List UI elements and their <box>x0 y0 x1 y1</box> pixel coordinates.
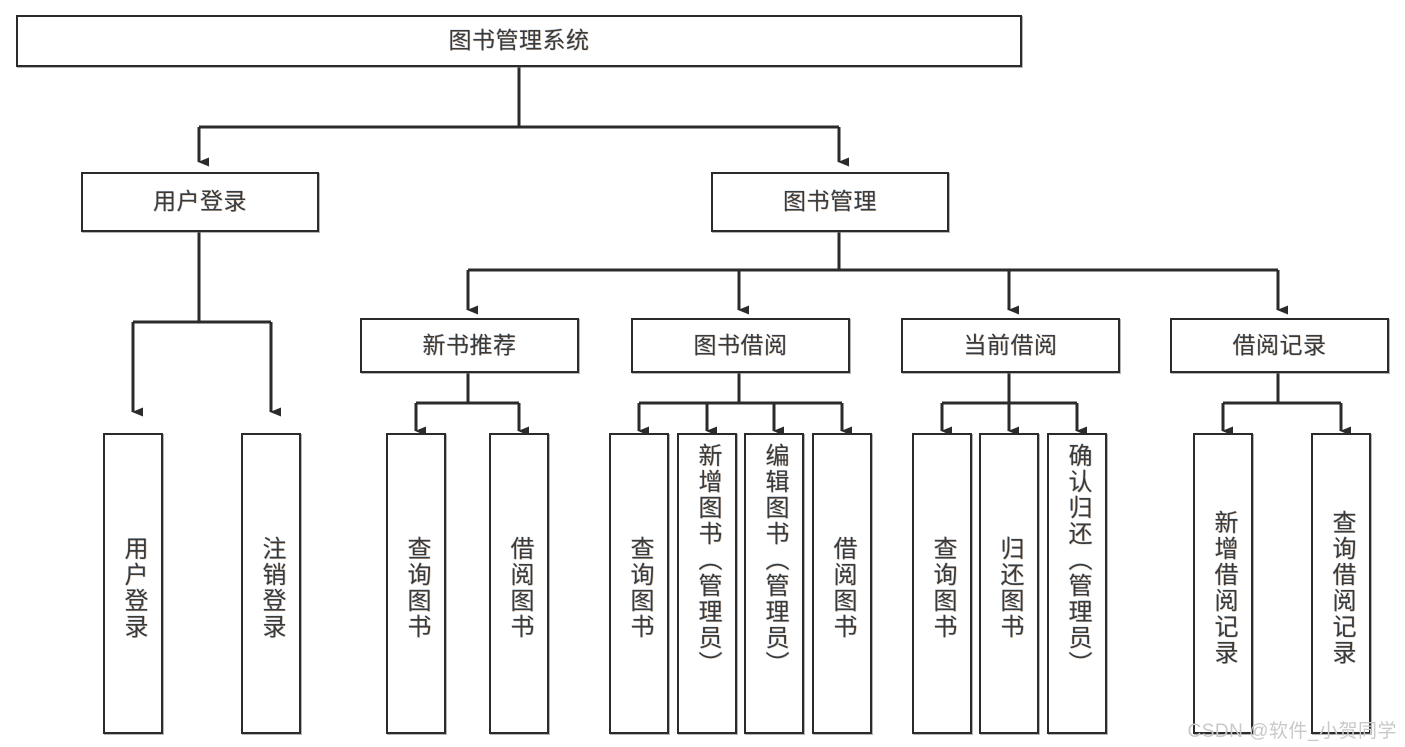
node-leaf-edit-book-admin[interactable]: 编辑图书（管理员） <box>744 433 804 734</box>
node-label: 当前借阅 <box>963 331 1058 358</box>
node-label: 新书推荐 <box>422 331 517 358</box>
node-label: 查询图书 <box>626 535 653 640</box>
node-label: 用户登录 <box>153 188 247 215</box>
node-label: 借阅记录 <box>1232 331 1327 358</box>
node-leaf-user-login[interactable]: 用户登录 <box>103 433 163 734</box>
node-label: 查询图书 <box>929 535 956 640</box>
node-leaf-search-books-current[interactable]: 查询图书 <box>912 433 972 734</box>
node-label: 用户登录 <box>120 535 147 640</box>
node-leaf-search-books-recommend[interactable]: 查询图书 <box>386 433 446 734</box>
node-label: 图书管理 <box>783 188 877 215</box>
node-label: 新增借阅记录 <box>1210 509 1237 666</box>
node-label: 查询图书 <box>403 535 430 640</box>
node-leaf-query-borrow-record[interactable]: 查询借阅记录 <box>1311 433 1371 734</box>
node-book-management[interactable]: 图书管理 <box>711 172 949 232</box>
node-leaf-search-books-borrow[interactable]: 查询图书 <box>609 433 669 734</box>
node-root-library-management-system[interactable]: 图书管理系统 <box>16 15 1022 67</box>
node-label: 图书管理系统 <box>448 27 590 54</box>
node-label: 确认归还（管理员） <box>1064 443 1091 677</box>
node-label: 注销登录 <box>258 535 285 640</box>
node-label: 查询借阅记录 <box>1328 509 1355 666</box>
node-label: 归还图书 <box>996 535 1023 640</box>
node-book-borrowing[interactable]: 图书借阅 <box>631 318 850 373</box>
node-leaf-confirm-return-admin[interactable]: 确认归还（管理员） <box>1047 433 1107 734</box>
node-label: 编辑图书（管理员） <box>761 443 788 677</box>
node-leaf-borrow-books[interactable]: 借阅图书 <box>812 433 872 734</box>
node-leaf-return-books[interactable]: 归还图书 <box>979 433 1039 734</box>
node-label: 图书借阅 <box>693 331 788 358</box>
node-leaf-borrow-books-recommend[interactable]: 借阅图书 <box>489 433 549 734</box>
node-leaf-add-borrow-record[interactable]: 新增借阅记录 <box>1193 433 1253 734</box>
node-label: 新增图书（管理员） <box>694 443 721 677</box>
node-label: 借阅图书 <box>829 535 856 640</box>
node-leaf-logout[interactable]: 注销登录 <box>241 433 301 734</box>
node-current-borrowing[interactable]: 当前借阅 <box>901 318 1120 373</box>
node-user-login[interactable]: 用户登录 <box>81 172 319 232</box>
node-label: 借阅图书 <box>506 535 533 640</box>
watermark-text: CSDN @软件_小贺同学 <box>1187 721 1397 742</box>
node-new-book-recommendation[interactable]: 新书推荐 <box>360 318 579 373</box>
node-leaf-add-book-admin[interactable]: 新增图书（管理员） <box>677 433 737 734</box>
node-borrowing-records[interactable]: 借阅记录 <box>1170 318 1389 373</box>
